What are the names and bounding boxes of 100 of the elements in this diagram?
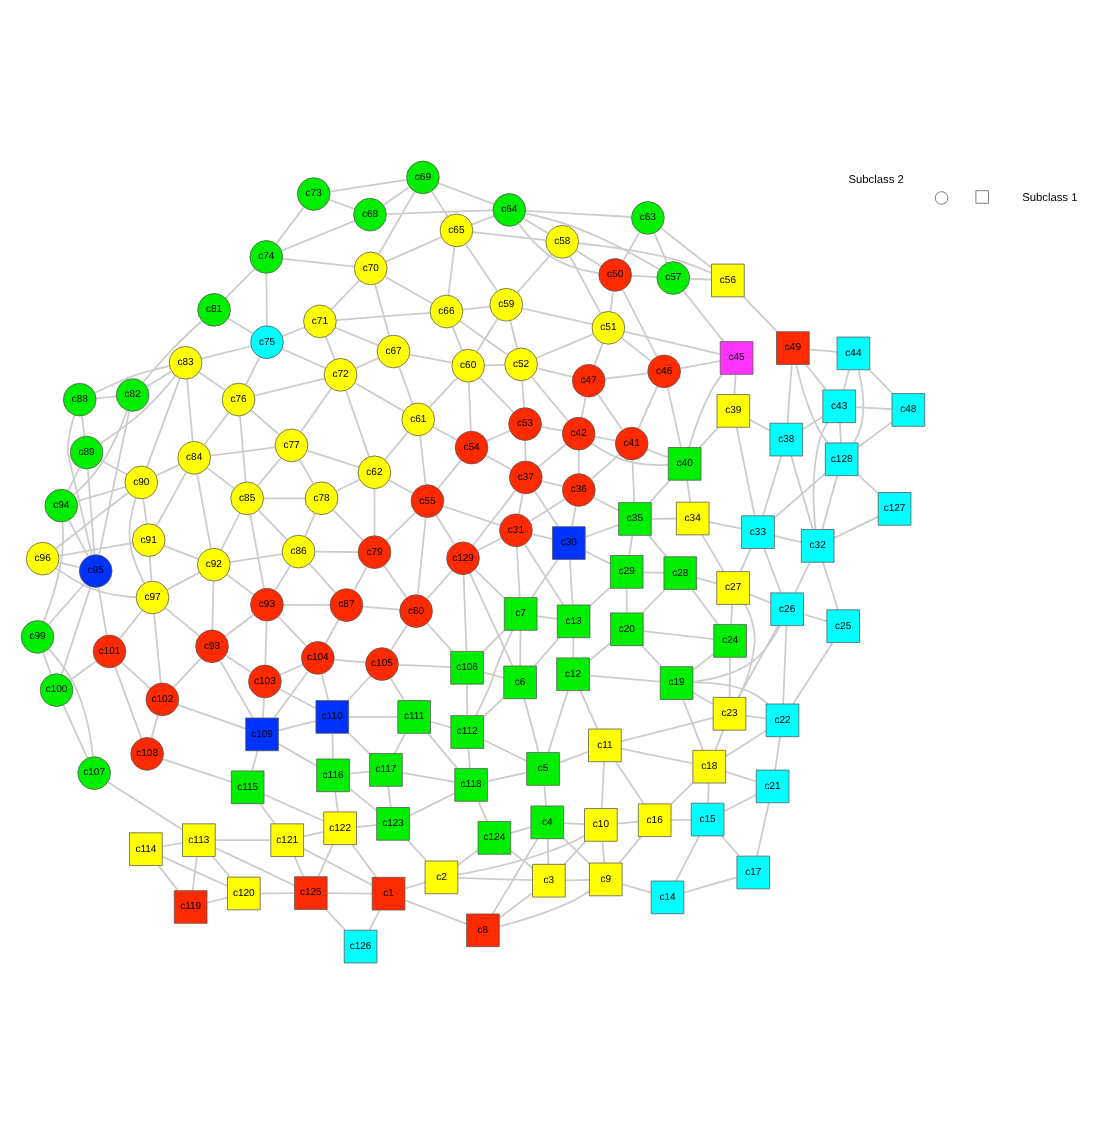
connector	[76, 485, 127, 501]
connector	[646, 447, 669, 458]
connector	[304, 511, 316, 537]
connector	[97, 585, 108, 636]
connector	[302, 847, 373, 885]
connector	[398, 365, 414, 404]
connector	[356, 823, 378, 827]
connector	[66, 413, 93, 555]
connector	[69, 659, 97, 681]
connector	[720, 834, 740, 856]
connector	[278, 687, 317, 709]
connector	[682, 289, 725, 342]
connector	[650, 516, 678, 519]
connector	[517, 221, 600, 273]
connector	[385, 208, 494, 214]
connector	[531, 532, 553, 539]
connector	[259, 801, 276, 824]
connector	[465, 242, 498, 291]
connector	[404, 880, 426, 889]
connector	[604, 371, 649, 379]
connector	[153, 611, 162, 683]
connector	[157, 863, 179, 891]
connector	[206, 895, 229, 903]
connector	[529, 497, 566, 522]
connector	[701, 533, 725, 572]
connector	[345, 388, 370, 457]
connector	[142, 497, 148, 524]
connector	[524, 209, 633, 217]
connector	[733, 372, 737, 395]
connector	[737, 602, 756, 698]
connector	[107, 780, 183, 830]
connector	[300, 386, 332, 432]
connector	[42, 650, 52, 675]
connector	[641, 587, 666, 613]
connector	[390, 623, 408, 651]
connector	[257, 456, 282, 486]
connector	[146, 376, 181, 467]
connector	[200, 344, 252, 359]
connector	[723, 792, 758, 811]
connector	[55, 566, 137, 598]
connector	[536, 614, 558, 619]
connector	[120, 660, 152, 689]
connector	[191, 855, 198, 891]
connector	[510, 825, 532, 833]
connector	[353, 565, 368, 591]
connector	[745, 713, 767, 719]
connector	[498, 889, 591, 927]
connector	[383, 563, 408, 598]
connector	[547, 688, 569, 753]
connector	[579, 688, 599, 729]
connector	[584, 549, 612, 564]
connector	[224, 612, 255, 637]
connector	[795, 362, 829, 443]
connector	[478, 375, 515, 413]
connector	[329, 178, 408, 192]
connector	[523, 697, 540, 753]
connector	[714, 728, 725, 750]
connector	[388, 478, 414, 494]
connector	[224, 266, 256, 298]
connector	[47, 581, 86, 625]
connector	[590, 452, 621, 479]
connector	[211, 579, 215, 630]
connector	[510, 849, 534, 868]
connector	[692, 652, 715, 670]
connector	[540, 425, 564, 431]
connector	[293, 854, 305, 877]
connector	[227, 316, 254, 334]
connector	[609, 289, 614, 311]
connector	[516, 252, 553, 292]
connector	[277, 741, 318, 766]
connector	[737, 623, 779, 697]
connector	[334, 789, 339, 812]
connector	[584, 523, 620, 537]
connector	[368, 908, 381, 930]
connector	[275, 205, 305, 244]
connector	[530, 558, 559, 598]
connector	[683, 875, 738, 893]
connector	[249, 512, 265, 589]
connector	[219, 659, 254, 718]
connector	[782, 623, 788, 704]
connector	[688, 276, 713, 280]
connector	[739, 546, 752, 572]
connector	[649, 478, 671, 502]
connector	[273, 669, 309, 718]
connector	[119, 608, 144, 639]
connector	[351, 843, 378, 878]
connector	[334, 325, 380, 346]
connector	[620, 336, 653, 362]
connector	[625, 586, 628, 613]
connector	[389, 676, 405, 701]
connector	[675, 834, 700, 881]
connector	[588, 673, 661, 682]
connector	[264, 619, 268, 665]
connector	[457, 848, 479, 865]
connector	[774, 734, 781, 770]
connector	[324, 617, 340, 644]
connector	[419, 434, 427, 485]
connector	[262, 696, 265, 718]
connector	[226, 572, 255, 595]
connector	[258, 508, 288, 540]
